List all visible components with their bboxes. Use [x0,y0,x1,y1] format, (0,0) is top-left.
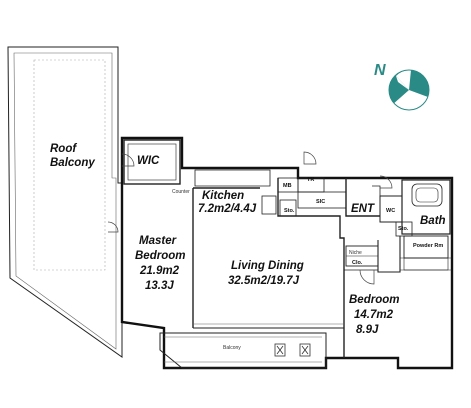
exterior-walls [120,136,454,370]
powder-room-label: Powder Rm [413,243,443,249]
bedroom-name: Bedroom [349,294,399,306]
roof-balcony-label-1: Roof [50,143,77,155]
counter-label: Counter [172,189,190,195]
door-swings [107,151,393,285]
entrance-label: ENT [351,203,375,215]
clo-label: Clo. [352,260,363,266]
sto-bath-label: Sto. [398,226,409,232]
mb-label: MB [283,183,292,189]
sto-kitchen-label: Sto. [284,208,295,214]
niche-label: Niche [349,250,362,256]
master-line4: 13.3J [145,280,174,292]
roof-balcony-label-2: Balcony [50,157,95,169]
living-name: Living Dining [231,260,304,272]
compass-north-label: N [374,62,386,79]
bedroom-size: 14.7m2 [354,309,394,321]
kitchen-name: Kitchen [202,190,244,202]
front-balcony [159,332,327,369]
wic-label: WIC [137,155,160,167]
kitchen-size: 7.2m2/4.4J [198,203,257,215]
roof-balcony-area [7,46,123,358]
bath-label: Bath [420,215,446,227]
tr-label: TR [307,177,314,183]
wc-label: WC [386,208,395,214]
compass-icon [388,69,430,114]
master-line2: Bedroom [135,250,185,262]
master-line1: Master [139,235,177,247]
balcony-label: Balcony [223,345,241,351]
living-size: 32.5m2/19.7J [228,275,300,287]
bedroom-size-j: 8.9J [356,324,379,336]
balcony-fixtures [274,343,311,357]
interior-walls [123,139,452,358]
master-line3: 21.9m2 [139,265,180,277]
sic-label: SIC [316,199,325,205]
